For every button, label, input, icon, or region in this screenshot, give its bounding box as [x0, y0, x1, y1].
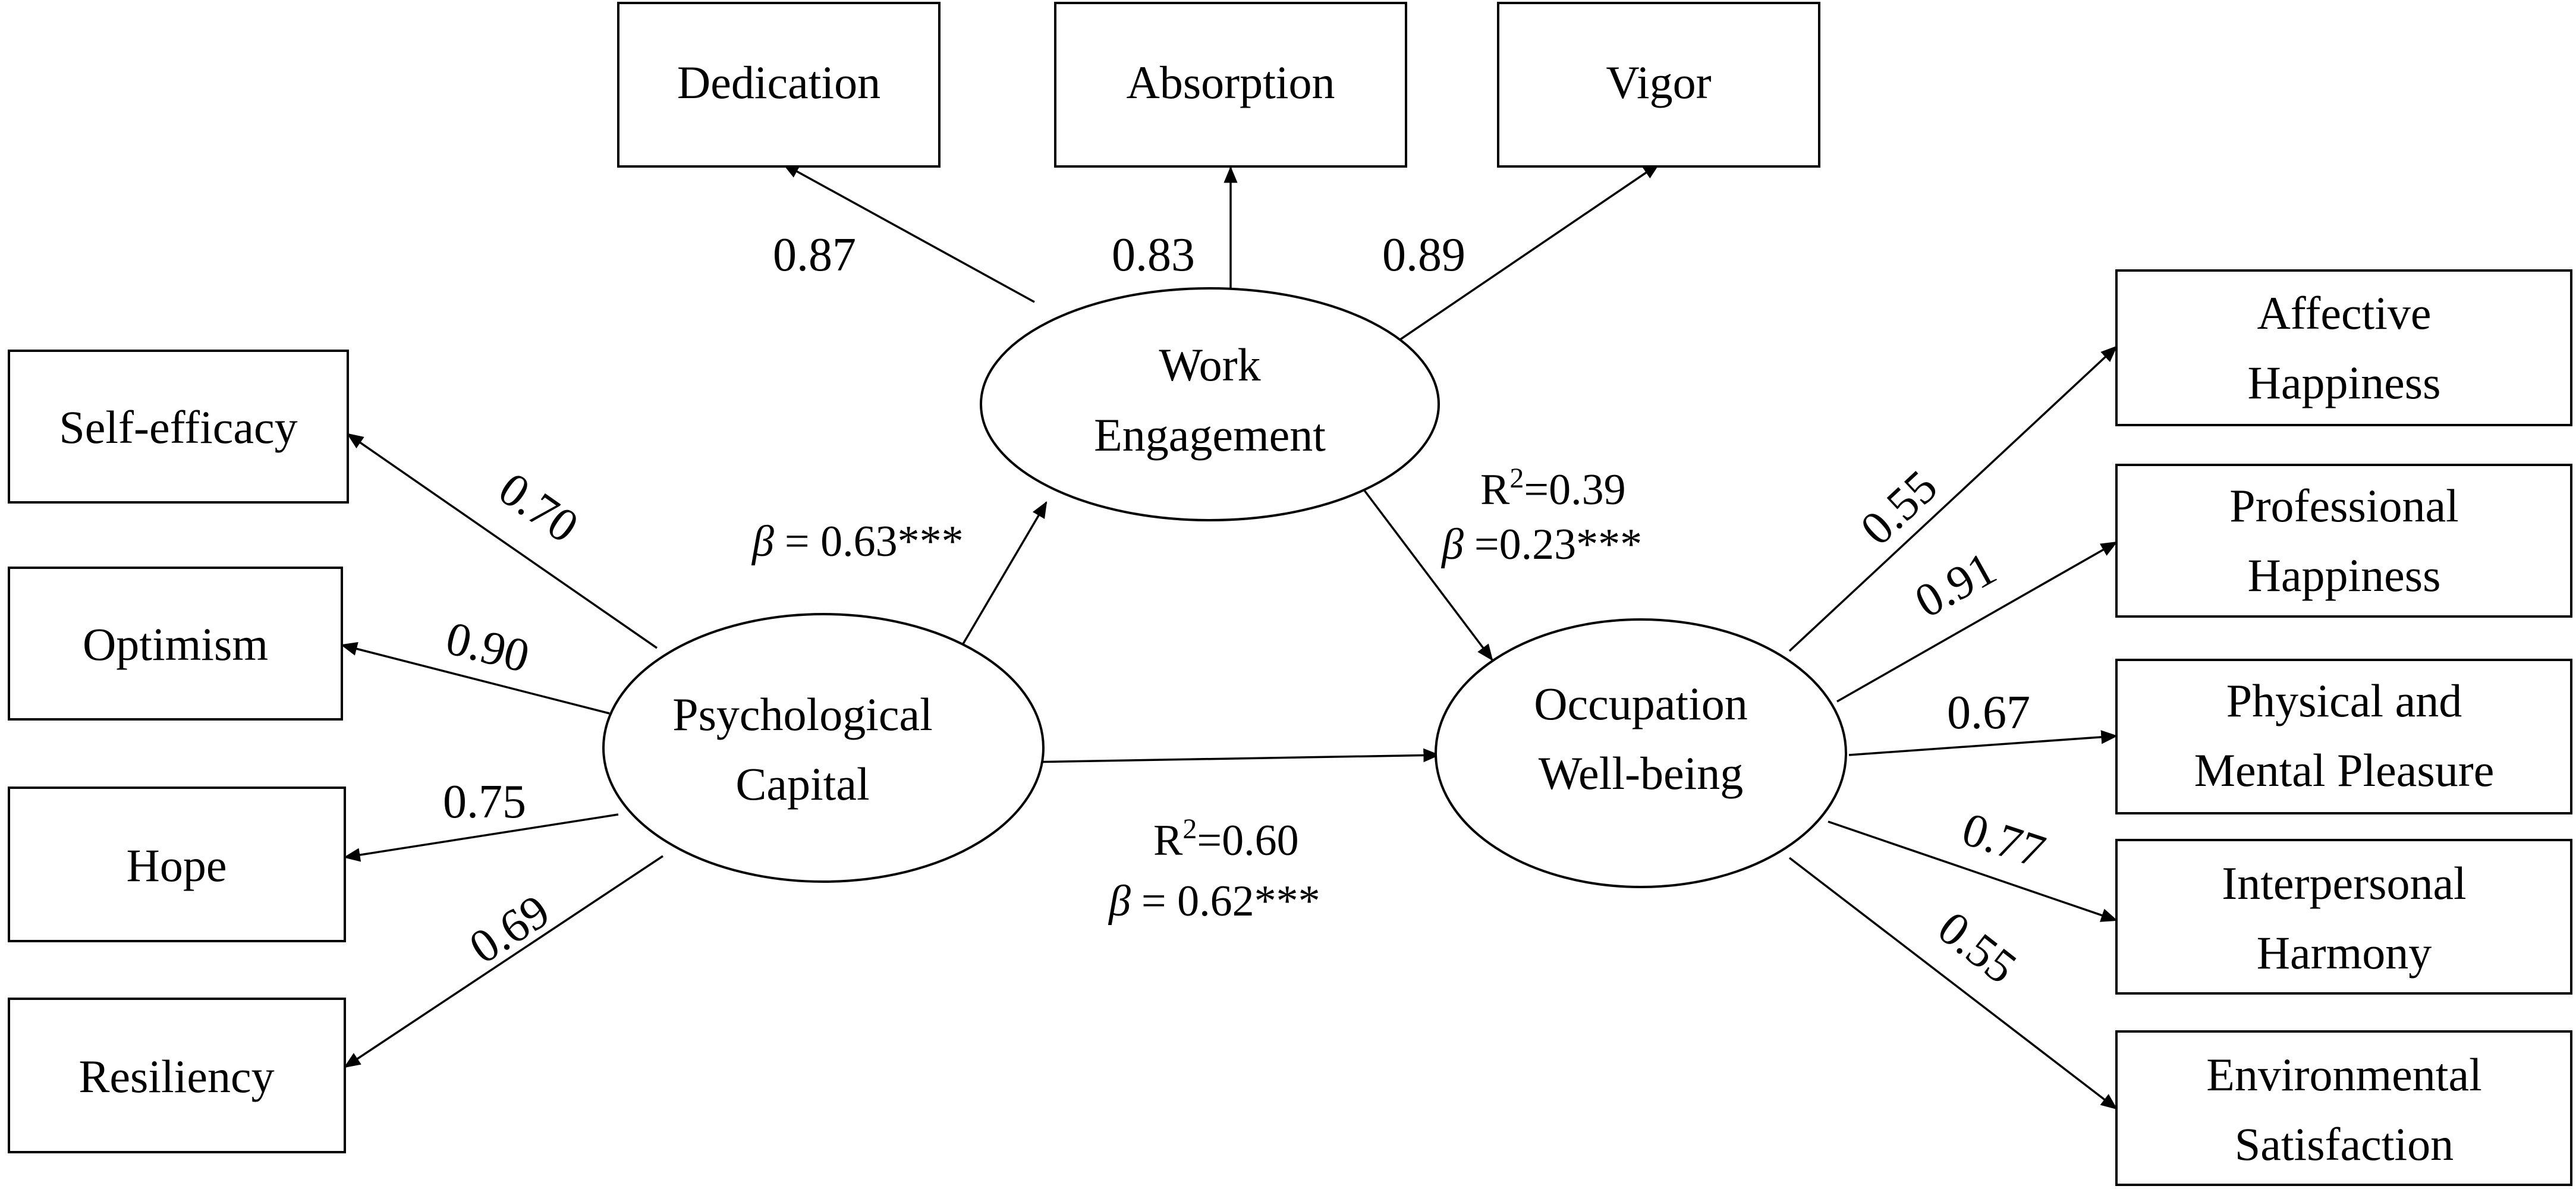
edge-pc-ow	[1025, 748, 1440, 763]
node-hope: Hope	[8, 787, 346, 942]
node-interpersonal-harmony-line1: Interpersonal	[2222, 857, 2466, 909]
node-work-engagement-line1: Work	[1159, 339, 1260, 391]
node-professional-happiness-line2: Happiness	[2248, 549, 2441, 601]
node-physical-mental-pleasure-line2: Mental Pleasure	[2194, 744, 2495, 796]
edge-ow-professional	[1836, 541, 2118, 703]
node-psychological-capital-line1: Psychological	[672, 688, 933, 740]
path-pc-ow-stats: R2=0.60 β= 0.62***	[1108, 813, 1320, 926]
node-affective-happiness-line1: Affective	[2257, 287, 2431, 339]
path-pc-ow-r-value: =0.60	[1197, 816, 1298, 865]
node-psychological-capital: Psychological Capital	[602, 613, 1045, 883]
node-resiliency-label: Resiliency	[78, 1050, 274, 1102]
node-work-engagement: Work Engagement	[980, 287, 1440, 521]
edge-pc-resiliency	[344, 855, 663, 1068]
node-occupation-wellbeing-line2: Well-being	[1539, 747, 1744, 799]
path-pc-ow-beta-symbol: β	[1108, 877, 1131, 926]
node-occupation-wellbeing: Occupation Well-being	[1435, 618, 1847, 888]
edge-ow-affective	[1788, 345, 2118, 652]
path-we-ow-beta: β=0.23***	[1440, 520, 1642, 569]
node-dedication: Dedication	[617, 2, 941, 168]
path-pc-we-beta: β= 0.63***	[751, 517, 964, 566]
node-vigor-label: Vigor	[1606, 56, 1711, 108]
edge-pc-we	[956, 501, 1048, 655]
path-pc-we-beta-value: = 0.63***	[785, 517, 964, 566]
node-physical-mental-pleasure-line1: Physical and	[2226, 675, 2462, 726]
loading-vigor: 0.89	[1382, 229, 1465, 281]
loading-physical-mental-pleasure: 0.67	[1947, 687, 2030, 739]
path-we-ow-r-symbol: R	[1480, 465, 1510, 514]
edge-we-dedication	[782, 163, 1035, 303]
loading-optimism: 0.90	[441, 612, 534, 682]
path-pc-ow-beta: β= 0.62***	[1108, 877, 1320, 926]
path-pc-we-beta-symbol: β	[751, 517, 774, 566]
loading-interpersonal-harmony: 0.77	[1956, 803, 2051, 879]
node-environmental-satisfaction-line2: Satisfaction	[2235, 1118, 2454, 1170]
edge-we-vigor	[1394, 163, 1660, 345]
path-we-ow-r-sup: 2	[1509, 463, 1524, 494]
node-dedication-label: Dedication	[677, 56, 880, 108]
path-pc-ow-r2: R2=0.60	[1153, 813, 1299, 865]
node-self-efficacy: Self-efficacy	[8, 350, 349, 504]
edge-we-ow	[1363, 489, 1493, 661]
node-hope-label: Hope	[127, 839, 227, 891]
node-environmental-satisfaction-line1: Environmental	[2206, 1049, 2482, 1100]
path-pc-ow-r-symbol: R	[1153, 816, 1183, 865]
node-affective-happiness-line2: Happiness	[2248, 357, 2441, 408]
loading-environmental-satisfaction: 0.55	[1928, 901, 2025, 994]
edge-pc-hope	[343, 813, 619, 862]
edge-ow-physical	[1848, 730, 2118, 756]
node-interpersonal-harmony-line2: Harmony	[2257, 927, 2432, 979]
node-affective-happiness: Affective Happiness	[2115, 269, 2572, 426]
node-optimism-label: Optimism	[83, 618, 268, 670]
edges	[340, 163, 2118, 1110]
path-we-ow-r2: R2=0.39	[1480, 463, 1626, 514]
node-interpersonal-harmony: Interpersonal Harmony	[2115, 839, 2572, 995]
loading-dedication: 0.87	[773, 229, 856, 281]
edge-pc-self-efficacy	[347, 433, 658, 649]
node-self-efficacy-label: Self-efficacy	[59, 401, 297, 453]
loading-hope: 0.75	[443, 776, 526, 828]
edge-ow-environmental	[1788, 857, 2118, 1110]
path-we-ow-stats: R2=0.39 β=0.23***	[1440, 463, 1642, 569]
path-pc-ow-beta-value: = 0.62***	[1141, 877, 1320, 926]
edge-pc-optimism	[340, 642, 610, 715]
loading-resiliency: 0.69	[461, 885, 559, 974]
path-we-ow-beta-value: =0.23***	[1474, 520, 1642, 569]
node-work-engagement-line2: Engagement	[1094, 409, 1326, 461]
node-absorption: Absorption	[1054, 2, 1407, 168]
node-professional-happiness-line1: Professional	[2229, 480, 2459, 531]
node-environmental-satisfaction: Environmental Satisfaction	[2115, 1030, 2572, 1186]
node-physical-mental-pleasure: Physical and Mental Pleasure	[2115, 659, 2572, 814]
node-occupation-wellbeing-line1: Occupation	[1534, 678, 1748, 729]
node-absorption-label: Absorption	[1127, 56, 1335, 108]
path-we-ow-r-value: =0.39	[1524, 465, 1625, 514]
node-optimism: Optimism	[8, 567, 343, 721]
path-pc-we-stats: β= 0.63***	[751, 517, 964, 566]
node-professional-happiness: Professional Happiness	[2115, 464, 2572, 618]
edge-ow-interpersonal	[1828, 820, 2118, 922]
loading-self-efficacy: 0.70	[489, 463, 587, 553]
loading-affective-happiness: 0.55	[1851, 460, 1947, 555]
loading-absorption: 0.83	[1112, 229, 1195, 281]
node-vigor: Vigor	[1497, 2, 1820, 168]
node-psychological-capital-line2: Capital	[735, 758, 869, 810]
node-resiliency: Resiliency	[8, 998, 346, 1153]
path-we-ow-beta-symbol: β	[1440, 520, 1464, 569]
path-pc-ow-r-sup: 2	[1182, 813, 1197, 845]
